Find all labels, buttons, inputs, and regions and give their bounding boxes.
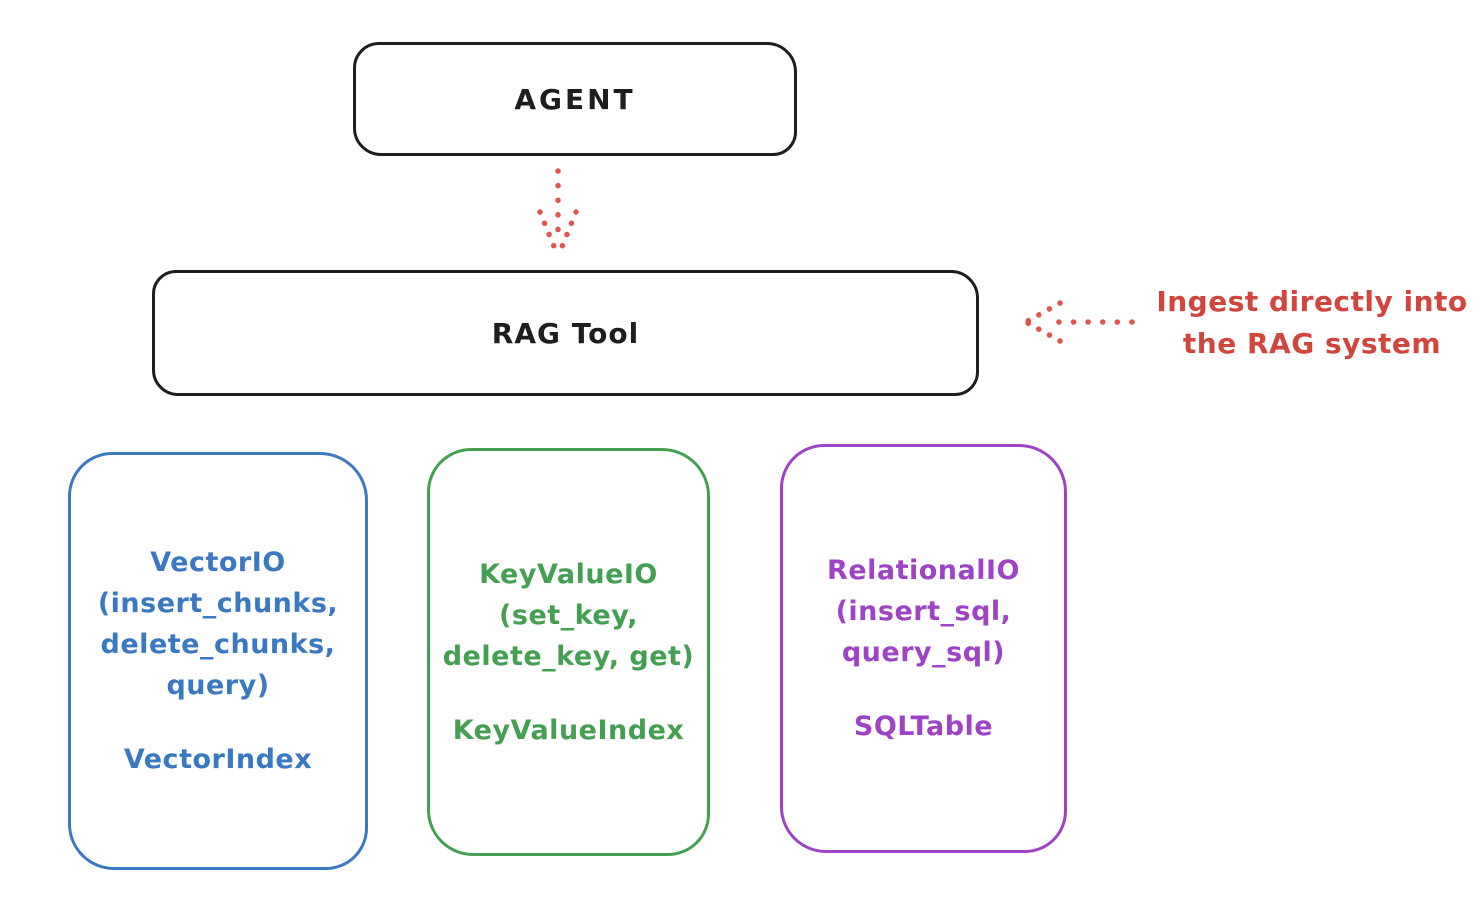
- agent-box: AGENT: [353, 42, 797, 156]
- storage-box-line: (insert_sql,: [835, 596, 1012, 627]
- storage-box-line: (set_key,: [499, 599, 638, 631]
- keyvalue-io-box: KeyValueIO (set_key, delete_key, get) Ke…: [427, 448, 710, 856]
- storage-box-line: (insert_chunks,: [97, 588, 339, 619]
- ingest-annotation-line2: the RAG system: [1182, 327, 1442, 360]
- rag-tool-box: RAG Tool: [152, 270, 979, 396]
- relational-io-box: RelationalIO (insert_sql, query_sql) SQL…: [780, 444, 1067, 853]
- storage-box-line: RelationalIO: [827, 555, 1020, 586]
- agent-to-rag-arrow: [537, 168, 579, 257]
- storage-box-line: KeyValueIO: [479, 558, 658, 590]
- sql-table-label: SQLTable: [853, 711, 994, 742]
- vector-io-box: VectorIO (insert_chunks, delete_chunks, …: [68, 452, 368, 870]
- rag-tool-label: RAG Tool: [491, 316, 640, 350]
- storage-box-line: query_sql): [841, 637, 1006, 668]
- ingest-annotation-line1: Ingest directly into: [1156, 285, 1468, 318]
- storage-box-line: VectorIO: [150, 547, 286, 578]
- annotation-to-rag-arrow: [1023, 300, 1135, 344]
- storage-box-line: query): [166, 670, 270, 701]
- vector-index-label: VectorIndex: [123, 744, 313, 775]
- storage-box-line: delete_key, get): [442, 640, 695, 672]
- agent-label: AGENT: [514, 82, 636, 116]
- keyvalue-index-label: KeyValueIndex: [452, 714, 685, 746]
- storage-box-line: delete_chunks,: [100, 629, 336, 660]
- ingest-annotation: Ingest directly into the RAG system: [1140, 281, 1484, 365]
